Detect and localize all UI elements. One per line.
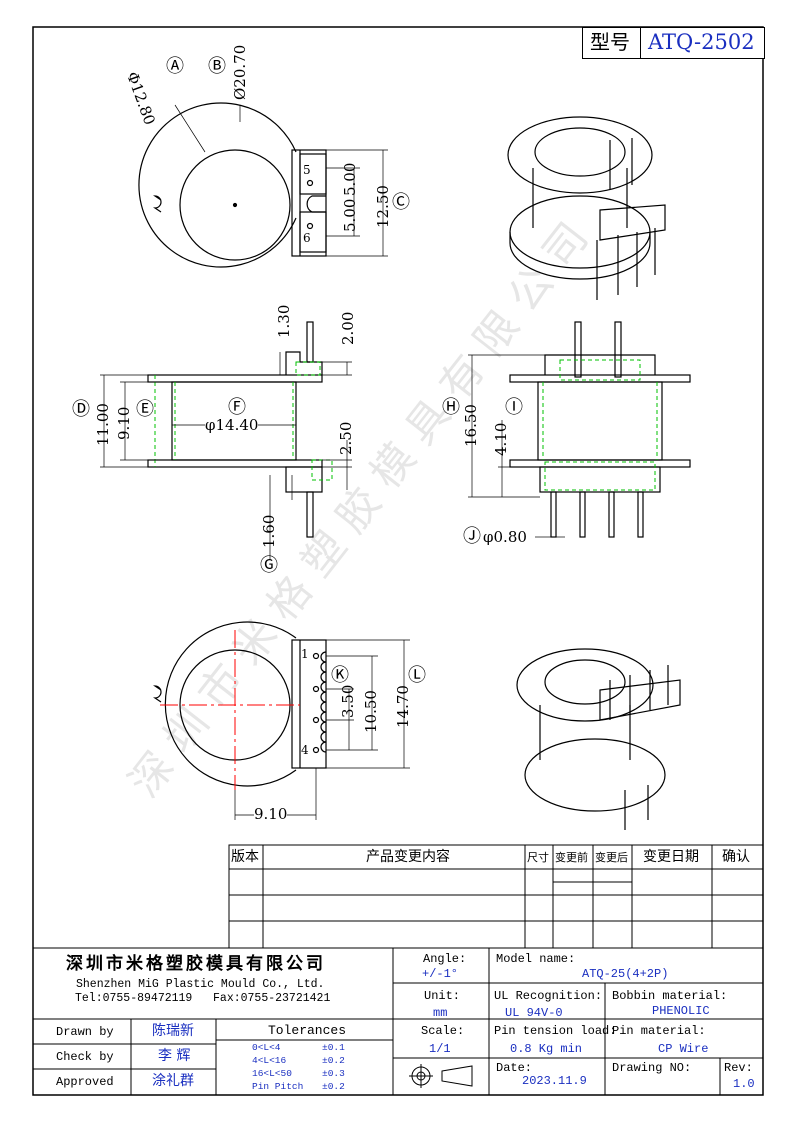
dim-g-value: 1.60 bbox=[260, 514, 278, 548]
rev-label: Rev: bbox=[724, 1061, 753, 1075]
pin-material-label: Pin material: bbox=[612, 1024, 706, 1038]
dim-tag-h: Ⓗ bbox=[442, 397, 460, 418]
dim-tag-e: Ⓔ bbox=[136, 399, 154, 420]
dim-tag-b: Ⓑ bbox=[208, 56, 226, 77]
sheet-border bbox=[32, 26, 764, 1096]
dim-tag-a: Ⓐ bbox=[166, 56, 184, 77]
bobbin-material-value: PHENOLIC bbox=[652, 1004, 710, 1018]
tol-value-1: ±0.1 bbox=[322, 1042, 345, 1053]
model-code: ATQ-2502 bbox=[648, 30, 755, 54]
dim-c-value: 12.50 bbox=[374, 185, 392, 228]
drawn-by-name: 陈瑞新 bbox=[152, 1023, 194, 1039]
isometric-view-top bbox=[507, 116, 666, 300]
drawing-no-label: Drawing NO: bbox=[612, 1061, 692, 1075]
scale-value: 1/1 bbox=[429, 1042, 451, 1056]
dim-tag-g: Ⓖ bbox=[260, 555, 278, 576]
rev-header-date: 变更日期 bbox=[643, 849, 699, 865]
dim-b-value: Ø20.70 bbox=[231, 44, 249, 100]
drawn-by-label: Drawn by bbox=[56, 1025, 114, 1039]
dim-tag-k: Ⓚ bbox=[331, 665, 349, 686]
tol-range-1: 0<L<4 bbox=[252, 1042, 281, 1053]
tolerances-title: Tolerances bbox=[268, 1023, 347, 1038]
check-by-label: Check by bbox=[56, 1050, 114, 1064]
pin-number-4: 4 bbox=[301, 743, 309, 757]
rev-header-after: 变更后 bbox=[595, 851, 628, 864]
tol-range-3: 16<L<50 bbox=[252, 1068, 292, 1079]
pin-number-5: 5 bbox=[303, 163, 311, 177]
dim-top-200: 2.00 bbox=[339, 311, 357, 345]
dim-k1050: 10.50 bbox=[362, 690, 380, 733]
rev-header-content: 产品变更内容 bbox=[366, 849, 450, 865]
rev-header-dimension: 尺寸 bbox=[527, 851, 549, 864]
approved-name: 涂礼群 bbox=[152, 1073, 194, 1089]
company-name-en: Shenzhen MiG Plastic Mould Co., Ltd. bbox=[76, 978, 325, 991]
unit-label: Unit: bbox=[424, 989, 461, 1003]
date-value: 2023.11.9 bbox=[522, 1074, 587, 1088]
dim-tag-c: Ⓒ bbox=[392, 192, 410, 213]
rev-value: 1.0 bbox=[733, 1077, 755, 1091]
scale-label: Scale: bbox=[421, 1024, 465, 1038]
dim-tag-i: Ⓘ bbox=[505, 397, 523, 418]
company-name-cn: 深圳市米格塑胶模具有限公司 bbox=[66, 954, 326, 974]
tol-range-2: 4<L<16 bbox=[252, 1055, 287, 1066]
dim-e-value: 9.10 bbox=[115, 406, 133, 440]
unit-value: mm bbox=[433, 1006, 448, 1020]
pin-number-6: 6 bbox=[303, 231, 311, 245]
tol-value-4: ±0.2 bbox=[322, 1081, 345, 1092]
dim-tag-f: Ⓕ bbox=[228, 397, 246, 418]
dim-d-value: 11.00 bbox=[94, 403, 112, 446]
dim-h-value: 16.50 bbox=[462, 404, 480, 447]
angle-value: +/-1° bbox=[422, 967, 459, 981]
pin-number-1: 1 bbox=[301, 647, 309, 661]
pin-tension-label: Pin tension load: bbox=[494, 1024, 617, 1038]
dim-tag-j: Ⓙ bbox=[463, 526, 481, 547]
front-view bbox=[468, 321, 691, 538]
top-view bbox=[138, 102, 388, 268]
model-name-label: Model name: bbox=[496, 952, 576, 966]
dim-f-value: φ14.40 bbox=[205, 416, 259, 434]
angle-label: Angle: bbox=[423, 952, 467, 966]
dim-l-value: 14.70 bbox=[394, 685, 412, 728]
ul-label: UL Recognition: bbox=[494, 989, 603, 1003]
tol-range-4: Pin Pitch bbox=[252, 1081, 304, 1092]
check-by-name: 李 辉 bbox=[158, 1048, 191, 1064]
projection-symbol bbox=[409, 1064, 473, 1088]
side-view bbox=[100, 321, 352, 560]
model-name-value: ATQ-25(4+2P) bbox=[582, 967, 669, 981]
dim-h250: 2.50 bbox=[337, 421, 355, 455]
bottom-view bbox=[153, 621, 410, 820]
ul-value: UL 94V-0 bbox=[505, 1006, 563, 1020]
dim-k-value: 3.50 bbox=[339, 684, 357, 718]
date-label: Date: bbox=[496, 1061, 533, 1075]
dim-w910: 9.10 bbox=[254, 805, 288, 823]
title-block-grid bbox=[32, 947, 764, 1096]
company-contact: Tel:0755-89472119 Fax:0755-23721421 bbox=[75, 992, 331, 1005]
rev-header-confirm: 确认 bbox=[722, 849, 750, 865]
rev-header-before: 变更前 bbox=[555, 851, 588, 864]
dim-tag-d: Ⓓ bbox=[72, 399, 90, 420]
dim-j-value: φ0.80 bbox=[483, 528, 527, 546]
isometric-view-bottom bbox=[516, 648, 681, 830]
pin-tension-value: 0.8 Kg min bbox=[510, 1042, 583, 1056]
revision-table bbox=[228, 844, 764, 949]
rev-header-version: 版本 bbox=[231, 849, 259, 865]
tol-value-3: ±0.3 bbox=[322, 1068, 345, 1079]
dim-i-value: 4.10 bbox=[492, 422, 510, 456]
header-box bbox=[582, 27, 765, 59]
dim-slot2: 5.00 bbox=[341, 198, 359, 232]
dim-slot1: 5.00 bbox=[341, 162, 359, 196]
pin-material-value: CP Wire bbox=[658, 1042, 709, 1056]
dim-top-130: 1.30 bbox=[275, 304, 293, 338]
bobbin-material-label: Bobbin material: bbox=[612, 989, 728, 1003]
dim-tag-l: Ⓛ bbox=[408, 665, 426, 686]
tol-value-2: ±0.2 bbox=[322, 1055, 345, 1066]
approved-label: Approved bbox=[56, 1075, 114, 1089]
type-label: 型号 bbox=[590, 30, 630, 54]
